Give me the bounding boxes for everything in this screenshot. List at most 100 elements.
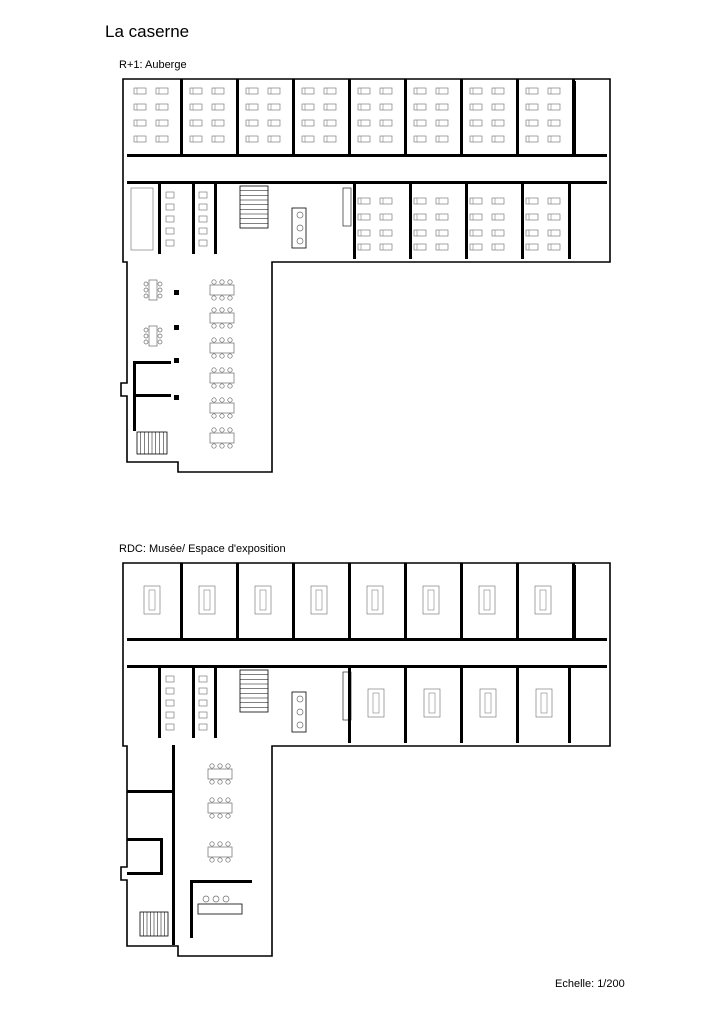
chair: [219, 295, 225, 301]
bed: [435, 103, 449, 111]
bed: [413, 243, 427, 251]
exhibit-display: [534, 585, 552, 615]
dormitory-wall: [572, 79, 575, 154]
display-item: [539, 589, 547, 611]
bed: [189, 87, 203, 95]
bed: [491, 87, 505, 95]
chair: [227, 397, 233, 403]
staircase: [239, 669, 269, 713]
table: [148, 279, 158, 301]
display-frame: [198, 585, 216, 615]
bed: [469, 103, 483, 111]
display-frame: [423, 688, 441, 718]
bed: [491, 135, 505, 143]
bed: [435, 213, 449, 221]
sink: [198, 687, 208, 695]
bed: [547, 135, 561, 143]
chair: [227, 295, 233, 301]
bed: [357, 229, 371, 237]
chair: [217, 779, 223, 785]
room-wall: [160, 838, 163, 872]
bed: [267, 87, 281, 95]
lower-plan-label: RDC: Musée/ Espace d'exposition: [119, 543, 286, 555]
table: [207, 846, 233, 858]
bed: [491, 229, 505, 237]
bed: [357, 197, 371, 205]
toilet: [165, 239, 175, 247]
sink: [198, 239, 208, 247]
chair: [227, 367, 233, 373]
end-bay-wall: [568, 668, 571, 743]
bed: [133, 119, 147, 127]
chair: [219, 307, 225, 313]
bed: [155, 103, 169, 111]
stool: [296, 211, 304, 219]
corridor-wall-south: [127, 181, 607, 184]
bed: [267, 119, 281, 127]
bed: [155, 135, 169, 143]
bed: [245, 135, 259, 143]
bed: [435, 87, 449, 95]
bed: [155, 87, 169, 95]
chair: [219, 443, 225, 449]
bed: [189, 135, 203, 143]
dormitory-wall: [404, 79, 407, 154]
display-item: [203, 589, 211, 611]
bed: [323, 87, 337, 95]
table: [209, 342, 235, 354]
exhibit-display: [198, 585, 216, 615]
stair-outline: [239, 669, 269, 713]
table: [148, 325, 158, 347]
meeting-table-set: [207, 797, 233, 819]
bed: [245, 103, 259, 111]
chair: [157, 293, 163, 299]
bed: [469, 243, 483, 251]
bed: [547, 119, 561, 127]
bed: [413, 119, 427, 127]
upper-floor-plan: [120, 78, 611, 473]
chair: [217, 797, 223, 803]
bed: [301, 119, 315, 127]
display-item: [540, 692, 548, 714]
chair: [157, 287, 163, 293]
column: [174, 325, 179, 330]
bed: [189, 103, 203, 111]
chair: [225, 841, 231, 847]
room-wall: [127, 838, 163, 841]
corridor-wall-north: [127, 154, 607, 157]
meeting-table-set: [209, 279, 235, 301]
chair: [217, 857, 223, 863]
chair: [211, 443, 217, 449]
chair: [211, 323, 217, 329]
bed: [301, 135, 315, 143]
display-frame: [254, 585, 272, 615]
sink: [198, 675, 208, 683]
bed: [245, 87, 259, 95]
bed: [491, 119, 505, 127]
gallery-wall: [292, 563, 295, 638]
chair: [211, 413, 217, 419]
bed: [301, 87, 315, 95]
dormitory-wall: [292, 79, 295, 154]
bed: [525, 213, 539, 221]
gallery-wall: [516, 563, 519, 638]
table: [209, 372, 235, 384]
bed: [211, 87, 225, 95]
chair: [219, 367, 225, 373]
bed: [357, 119, 371, 127]
toilet: [165, 227, 175, 235]
meeting-table-set: [207, 763, 233, 785]
stool: [296, 695, 304, 703]
stool: [296, 721, 304, 729]
exhibit-display: [143, 585, 161, 615]
chair: [217, 841, 223, 847]
meeting-table-set: [209, 337, 235, 359]
bed: [469, 135, 483, 143]
display-frame: [143, 585, 161, 615]
chair: [227, 443, 233, 449]
chair: [225, 779, 231, 785]
meeting-table-set: [209, 307, 235, 329]
bed: [525, 119, 539, 127]
chair: [143, 333, 149, 339]
display-item: [427, 589, 435, 611]
